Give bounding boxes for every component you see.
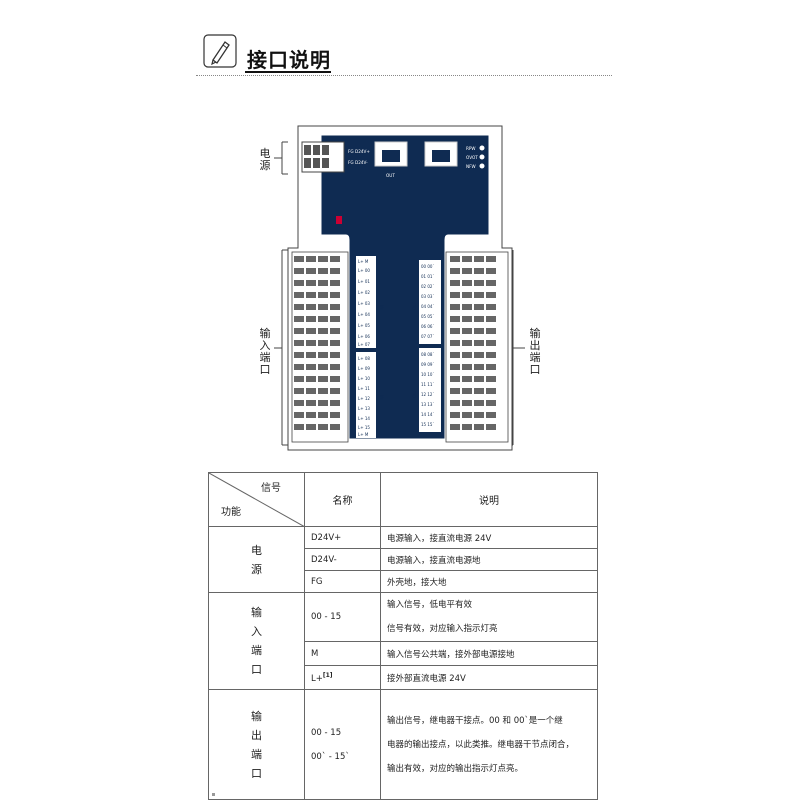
signal-name: 00 - 15 00` - 15`: [304, 689, 381, 800]
output-side-label: OUT: [412, 388, 418, 398]
output-row-label: 00 00`: [421, 264, 434, 269]
signal-description: 电源输入，接直流电源地: [380, 548, 598, 571]
output-row-label: 05 05`: [421, 314, 434, 319]
document-edit-icon: [203, 34, 237, 68]
signal-name: D24V+: [304, 526, 381, 549]
diagonal-header-cell: 信号 功能: [208, 472, 305, 527]
input-row-label: L+ 12: [358, 396, 370, 401]
page-title: 接口说明: [247, 48, 331, 72]
signal-name: FG: [304, 570, 381, 593]
title-underline: [245, 71, 331, 73]
output-row-label: 01 01`: [421, 274, 434, 279]
input-row-label: L+ 15: [358, 425, 370, 430]
output-row-label: 03 03`: [421, 294, 434, 299]
signal-description: 外壳地，接大地: [380, 570, 598, 593]
signal-name: D24V-: [304, 548, 381, 571]
output-row-label: 08 08`: [421, 352, 434, 357]
output-row-label: 06 06`: [421, 324, 434, 329]
footnote-bullet: [212, 793, 215, 796]
output-row-label: 15 15`: [421, 422, 434, 427]
output-row-label: 12 12`: [421, 392, 434, 397]
input-row-label: L+ 07: [358, 342, 370, 347]
input-row-label: L+ 00: [358, 268, 370, 273]
input-footer-label: L+ M: [358, 432, 369, 437]
input-header-label: L+ M: [358, 259, 369, 264]
signal-name: L+[1]: [304, 665, 381, 690]
output-port-label: 输出端口: [529, 327, 541, 376]
header-diagonal-line: [209, 473, 305, 527]
signal-name: 00 - 15: [304, 592, 381, 642]
input-row-label: L+ 03: [358, 301, 370, 306]
input-row-label: L+ 01: [358, 279, 370, 284]
input-row-label: L+ 04: [358, 312, 370, 317]
signal-name: M: [304, 641, 381, 666]
interface-spec-table: 信号 功能 名称 说明 电源 D24V+ 电源输入，接直流电源 24V D24V…: [208, 472, 598, 800]
power-label: 电源: [259, 147, 271, 172]
device-front-panel: FG D24V+ FG D24V- OUT RPW OVOT NFW L+ M …: [287, 125, 513, 451]
input-row-label: L+ 11: [358, 386, 370, 391]
power-terminal-label-1: FG D24V+: [348, 149, 370, 154]
signal-description: 输入信号，低电平有效 信号有效，对应输入指示灯亮: [380, 592, 598, 642]
label-brackets-left: [274, 141, 288, 446]
input-row-label: L+ 10: [358, 376, 370, 381]
input-side-label: IN: [378, 305, 384, 310]
signal-description: 接外部直流电源 24V: [380, 665, 598, 690]
ethernet-out-label: OUT: [386, 173, 395, 178]
power-terminal-label-2: FG D24V-: [348, 160, 368, 165]
input-row-label: L+ 05: [358, 323, 370, 328]
output-row-label: 11 11`: [421, 382, 434, 387]
input-row-label: L+ 02: [358, 290, 370, 295]
input-row-label: L+ 09: [358, 366, 370, 371]
output-row-label: 13 13`: [421, 402, 434, 407]
input-port-label: 输入端口: [259, 327, 271, 376]
signal-description: 输出信号，继电器干接点。00 和 00`是一个继 电器的输出接点，以此类推。继电…: [380, 689, 598, 800]
input-row-label: L+ 13: [358, 406, 370, 411]
output-side-label: OUT: [412, 300, 418, 310]
signal-description: 输入信号公共端，接外部电源接地: [380, 641, 598, 666]
label-bracket-right: [507, 250, 525, 446]
description-header: 说明: [380, 472, 598, 527]
output-row-label: 02 02`: [421, 284, 434, 289]
status-led-label-3: NFW: [466, 164, 476, 169]
output-row-label: 14 14`: [421, 412, 434, 417]
output-row-label: 07 07`: [421, 334, 434, 339]
output-row-label: 04 04`: [421, 304, 434, 309]
power-function-cell: 电源: [208, 526, 305, 593]
output-function-cell: 输出端口: [208, 689, 305, 800]
function-header: 功能: [221, 507, 241, 518]
status-led-label-2: OVOT: [466, 155, 478, 160]
footnote-marker: [1]: [322, 671, 333, 679]
input-row-label: L+ 14: [358, 416, 370, 421]
output-row-label: 09 09`: [421, 362, 434, 367]
input-row-label: L+ 06: [358, 334, 370, 339]
status-led-label-1: RPW: [466, 146, 476, 151]
name-header: 名称: [304, 472, 381, 527]
signal-description: 电源输入，接直流电源 24V: [380, 526, 598, 549]
input-function-cell: 输入端口: [208, 592, 305, 690]
output-row-label: 10 10`: [421, 372, 434, 377]
signal-header: 信号: [261, 483, 281, 494]
title-divider: [196, 75, 612, 76]
input-row-label: L+ 08: [358, 356, 370, 361]
input-side-label: IN: [378, 395, 384, 400]
